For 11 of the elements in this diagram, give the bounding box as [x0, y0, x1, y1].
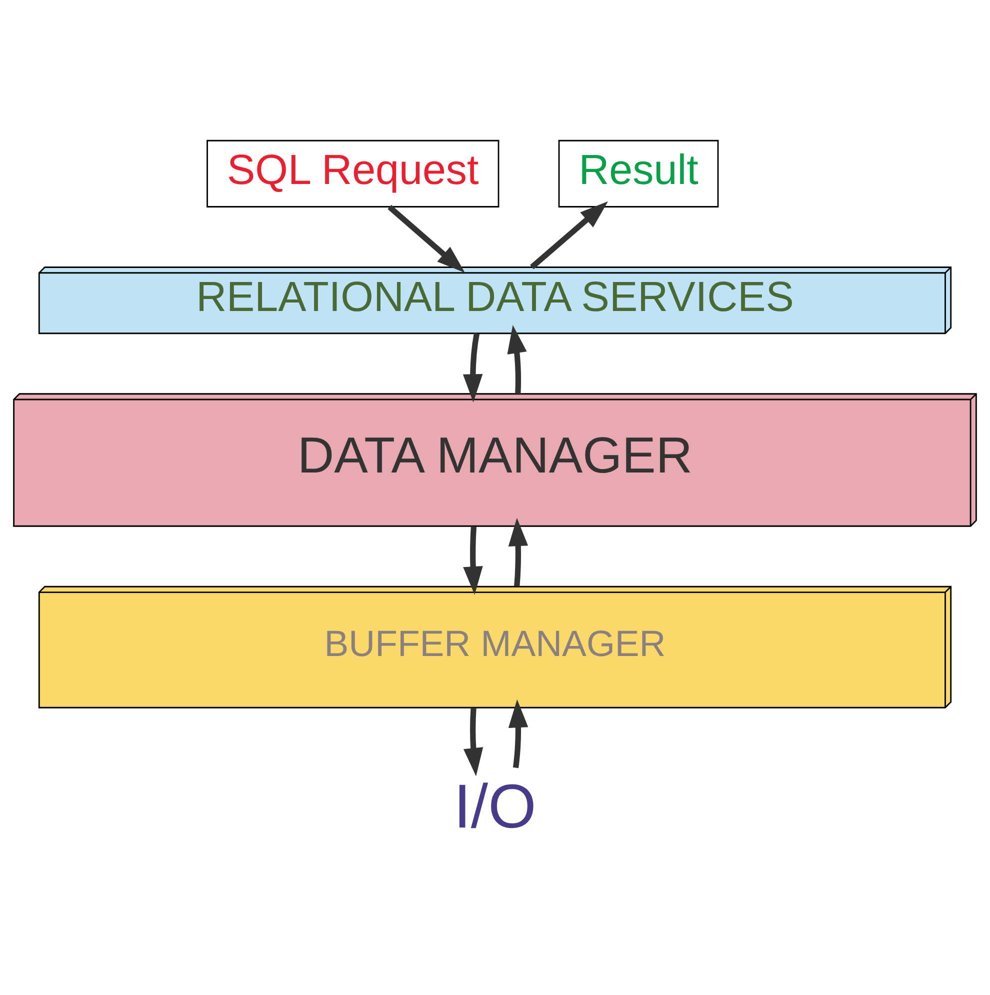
arrow: [507, 324, 527, 394]
node-box: Result: [558, 139, 719, 207]
node-box: SQL Request: [206, 139, 500, 207]
arrow: [508, 517, 528, 586]
arrow: [530, 200, 608, 269]
arrow: [388, 204, 465, 272]
arrow: [462, 332, 483, 402]
arrow: [463, 526, 483, 594]
node-text: I/O: [454, 772, 536, 842]
arrow: [463, 707, 484, 776]
arrow: [508, 698, 528, 768]
